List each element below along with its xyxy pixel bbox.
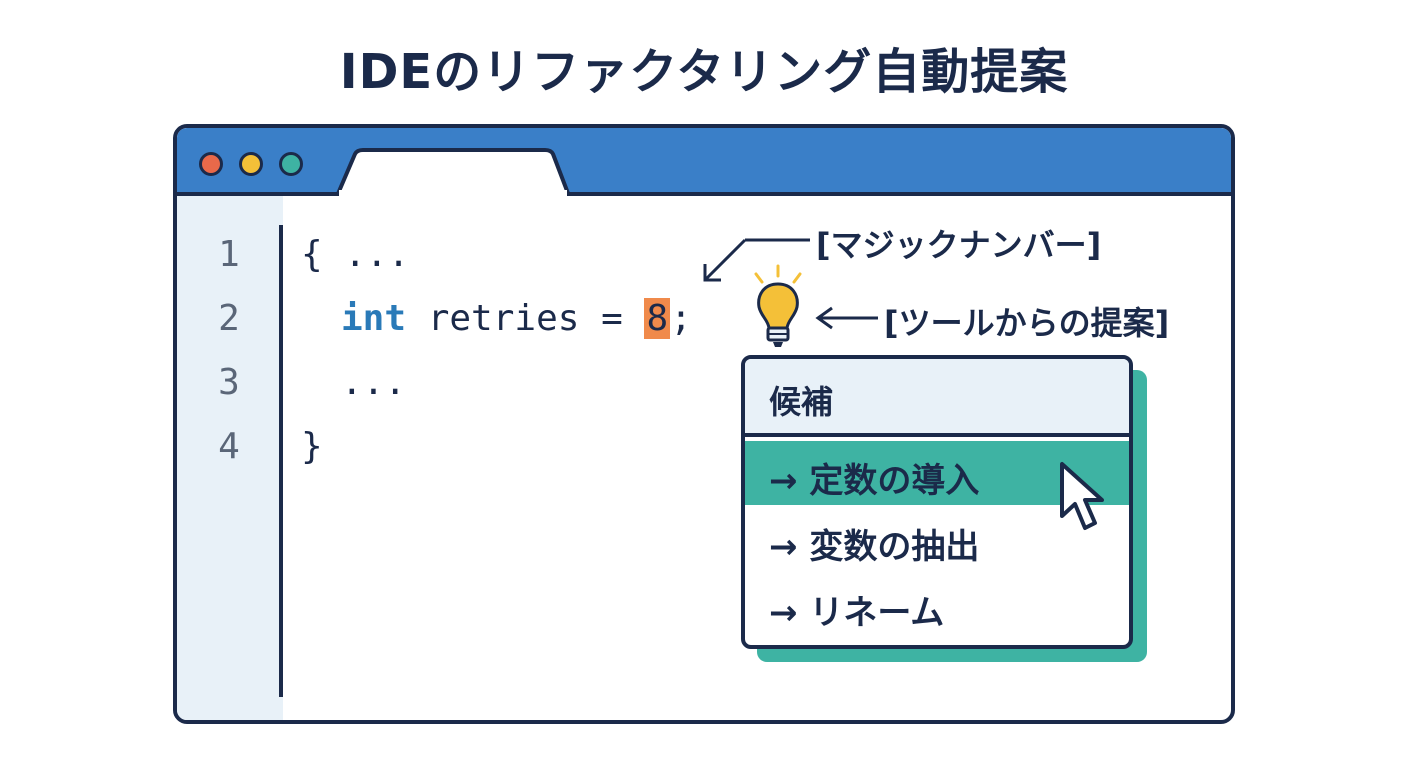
window-minimize-dot[interactable] [239,152,263,176]
menu-item-extract-variable[interactable]: → 変数の抽出 [769,527,980,567]
menu-item-rename[interactable]: → リネーム [769,593,945,633]
code-line-4[interactable]: } [301,426,323,467]
gutter-divider [279,225,283,697]
tool-suggestion-label: [ツールからの提案] [884,304,1170,342]
window-close-dot[interactable] [199,152,223,176]
arrow-icon [703,238,810,282]
lightbulb-icon[interactable] [748,262,808,354]
window-maximize-dot[interactable] [279,152,303,176]
line-number-1: 1 [218,234,240,275]
suggestion-menu: 候補 → 定数の導入 → 変数の抽出 → リネーム [741,355,1133,649]
line-number-3: 3 [218,362,240,403]
code-line-2[interactable]: int retries = 8; [341,298,692,339]
magic-number-label: [マジックナンバー] [816,226,1102,264]
code-line-2-end: ; [670,298,692,339]
code-line-3[interactable]: ... [341,362,407,403]
line-number-gutter: 1 2 3 4 [177,196,283,720]
window-titlebar [177,128,1231,196]
page-title: IDEのリファクタリング自動提案 [339,44,1069,100]
code-line-2-text: retries = [406,298,645,339]
titlebar-background [177,128,1231,196]
arrow-icon [815,306,878,330]
mouse-cursor-icon [1060,462,1104,530]
code-line-1[interactable]: { ... [301,234,410,275]
magic-number-highlight[interactable]: 8 [644,298,671,339]
menu-header: 候補 [745,359,1129,437]
line-number-2: 2 [218,298,240,339]
code-keyword-int: int [341,298,407,339]
line-number-4: 4 [218,426,240,467]
